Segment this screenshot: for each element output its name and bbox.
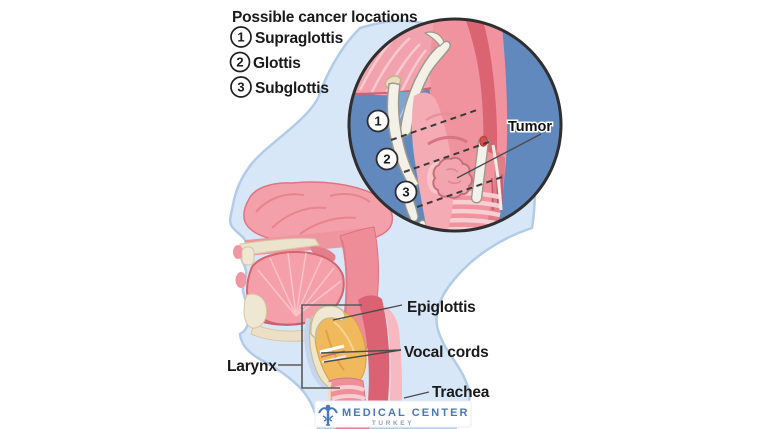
svg-text:2: 2 — [236, 55, 243, 70]
svg-text:Subglottis: Subglottis — [255, 80, 329, 97]
svg-text:1: 1 — [374, 114, 381, 129]
epiglottis-shape — [310, 305, 346, 341]
lower-lip — [235, 272, 247, 288]
epiglottis-leader — [332, 304, 403, 321]
trachea-leader — [403, 391, 430, 399]
svg-text:1: 1 — [237, 30, 244, 45]
epiglottis-label: Epiglottis — [407, 299, 476, 316]
legend-item-supraglottis: 1 Supraglottis — [230, 26, 343, 48]
upper-tooth — [241, 246, 255, 266]
larynx-label: Larynx — [227, 358, 277, 375]
larynx-bracket — [301, 304, 362, 389]
vocal-cords-label: Vocal cords — [404, 344, 489, 361]
hard-palate — [239, 237, 320, 257]
soft-palate — [310, 246, 336, 262]
tongue — [245, 250, 345, 326]
lower-tooth — [243, 293, 267, 329]
leader-lines — [320, 304, 430, 399]
legend-item-glottis: 2 Glottis — [229, 51, 301, 73]
inset-marker-2: 2 — [375, 147, 399, 171]
svg-text:3: 3 — [402, 185, 409, 200]
region-divider-dashes — [390, 109, 503, 208]
svg-text:Glottis: Glottis — [253, 55, 301, 72]
svg-text:3: 3 — [237, 80, 244, 95]
tumor-mass — [432, 156, 473, 199]
tumor-leader-line — [456, 133, 542, 179]
vocal-cords-leader-1 — [320, 349, 402, 354]
esophagus — [358, 295, 390, 426]
caduceus-icon — [318, 404, 338, 426]
pharynx-back-wall — [384, 306, 403, 420]
legend-title: Possible cancer locations — [232, 9, 417, 26]
svg-text:2: 2 — [383, 152, 390, 167]
tumor-label: Tumor — [508, 119, 552, 135]
logo: MEDICAL CENTER TURKEY — [314, 400, 472, 428]
vocal-cord-band — [319, 344, 345, 354]
inset-circle-border — [347, 17, 563, 233]
vocal-cords-leader-2 — [323, 349, 402, 363]
inset-marker-3: 3 — [394, 180, 418, 204]
svg-text:Supraglottis: Supraglottis — [255, 30, 343, 47]
logo-country: TURKEY — [372, 420, 414, 427]
inset-tongue-base — [349, 19, 436, 96]
legend-item-subglottis: 3 Subglottis — [230, 76, 329, 98]
logo-name: MEDICAL CENTER — [342, 407, 470, 419]
nasal-cavity — [243, 181, 394, 244]
legend: Possible cancer locations 1 Supraglottis… — [229, 9, 418, 98]
trachea-label: Trachea — [432, 384, 490, 401]
inset-marker-1: 1 — [366, 109, 390, 133]
inset-magnified-larynx: 1 2 3 Tumor — [349, 19, 561, 231]
upper-lip — [233, 245, 243, 259]
